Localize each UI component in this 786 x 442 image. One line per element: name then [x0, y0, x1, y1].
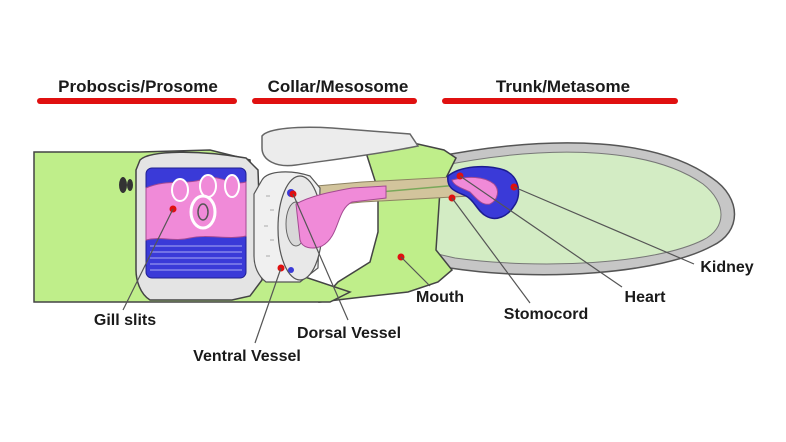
header-proboscis: Proboscis/Prosome — [58, 77, 218, 96]
leader-ventral-vessel — [254, 267, 282, 344]
pore-1 — [119, 177, 127, 193]
label-gill-slits: Gill slits — [94, 312, 156, 329]
collar-ring — [318, 139, 457, 303]
header-trunk: Trunk/Metasome — [496, 77, 630, 96]
leader-stomocord — [451, 197, 531, 304]
leader-lines — [122, 175, 695, 344]
label-stomocord: Stomocord — [504, 306, 588, 323]
header-collar: Collar/Mesosome — [268, 77, 409, 96]
leader-mouth — [400, 256, 431, 287]
label-ventral-vessel: Ventral Vessel — [193, 348, 301, 365]
leader-dorsal-vessel — [292, 193, 349, 321]
label-dorsal-vessel: Dorsal Vessel — [297, 325, 401, 342]
leader-gill-slits — [122, 208, 174, 311]
leader-heart — [459, 175, 623, 288]
pink-buccal-tube — [295, 185, 387, 249]
leader-kidney — [513, 186, 695, 265]
collar-flap — [261, 126, 420, 167]
pore-2 — [127, 179, 133, 191]
label-mouth: Mouth — [416, 289, 464, 306]
gill-slit-openings — [171, 174, 240, 202]
label-kidney: Kidney — [700, 259, 753, 276]
pharynx-section — [145, 167, 247, 279]
label-heart: Heart — [625, 289, 667, 306]
